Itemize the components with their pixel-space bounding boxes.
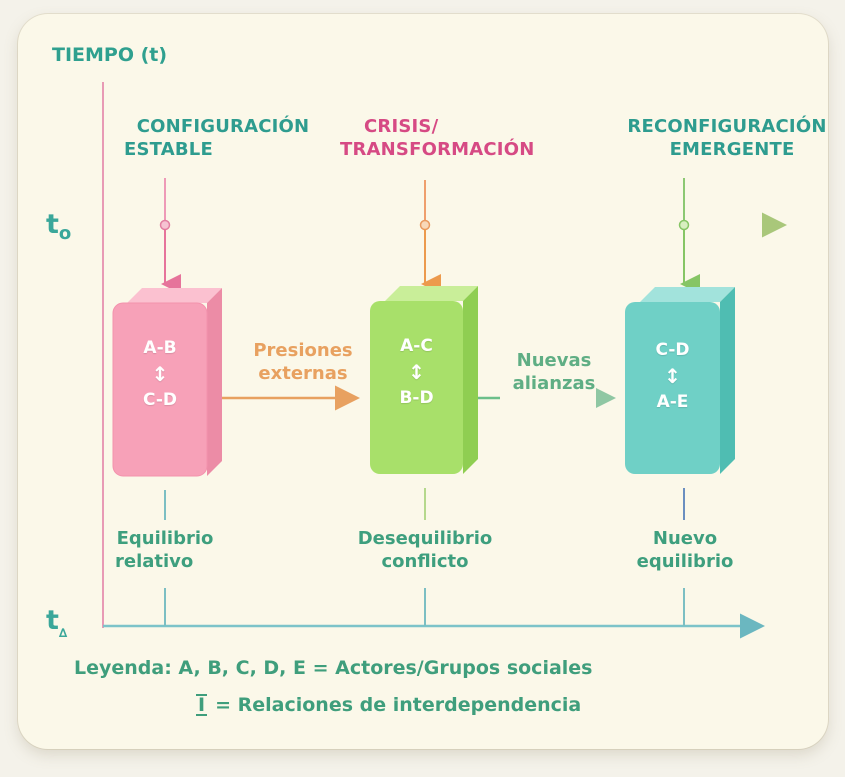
axis-title: TIEMPO (t)	[52, 44, 168, 66]
interdependence-icon: I	[196, 694, 208, 716]
block-3	[625, 287, 735, 474]
node-3	[678, 219, 690, 231]
phase-label-2: CRISIS/TRANSFORMACIÓN	[340, 116, 535, 160]
legend-line-2: I= Relaciones de interdependencia	[196, 694, 582, 716]
t-end-label: t∆	[46, 605, 68, 640]
block-2-text: A-C ↕ B-D	[399, 336, 434, 409]
t-start-label: to	[46, 209, 72, 244]
node-2	[419, 219, 431, 231]
block-3-text: C-D ↕ A-E	[655, 340, 690, 413]
node-1	[159, 219, 171, 231]
block-2	[370, 286, 478, 474]
block-1	[112, 288, 222, 477]
block-1-text: A-B ↕ C-D	[142, 338, 178, 411]
legend-line-1: Leyenda: A, B, C, D, E = Actores/Grupos …	[74, 657, 593, 679]
